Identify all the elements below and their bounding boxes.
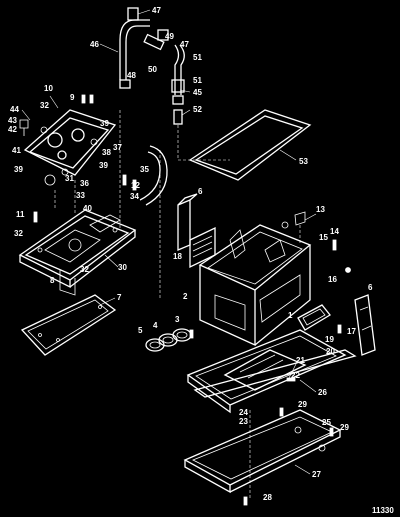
callout-38: 38 [102,148,111,157]
callout-44: 44 [10,105,19,114]
callout-33: 33 [76,191,85,200]
callout-32c: 32 [80,265,89,274]
callout-11: 11 [16,210,25,219]
side-plates [177,193,376,356]
callout-51: 51 [193,53,202,62]
hose-assembly [119,7,230,161]
curved-hose [139,145,168,206]
callout-27: 27 [312,470,321,479]
callout-40: 40 [83,204,92,213]
callout-6b: 6 [368,283,373,292]
upper-plate-assembly [19,109,117,186]
callout-14: 14 [330,227,339,236]
callout-20: 20 [326,347,335,356]
callout-28: 28 [263,493,272,502]
callout-31: 31 [65,174,74,183]
callout-34: 34 [130,192,139,201]
gasket-frame [188,109,312,181]
callout-25: 25 [322,418,331,427]
callout-19: 19 [325,335,334,344]
callout-16: 16 [328,275,337,284]
callout-50: 50 [148,65,157,74]
callout-45: 45 [193,88,202,97]
main-housing [198,211,312,347]
callout-8: 8 [50,276,55,285]
callout-35: 35 [140,165,149,174]
callout-23: 23 [239,417,248,426]
callout-52: 52 [193,105,202,114]
flat-gasket [20,294,117,356]
callout-29: 29 [298,400,307,409]
callout-7: 7 [117,293,122,302]
callout-39b: 39 [99,161,108,170]
callout-47b: 47 [180,40,189,49]
leader-lines [21,9,317,475]
callout-30: 30 [118,263,127,272]
callout-39c: 39 [14,165,23,174]
callout-21: 21 [296,356,305,365]
alignment-lines [54,110,301,500]
callout-37: 37 [113,143,122,152]
long-gasket [193,349,357,398]
callout-47: 47 [152,6,161,15]
callout-39: 39 [100,119,109,128]
callout-4: 4 [153,321,158,330]
callout-32: 32 [40,101,49,110]
callout-6: 6 [198,187,203,196]
callout-12: 12 [131,181,140,190]
callout-2: 2 [183,292,188,301]
callout-46: 46 [90,40,99,49]
callout-42: 42 [8,125,17,134]
callout-9: 9 [70,93,75,102]
callout-36: 36 [80,179,89,188]
callout-53: 53 [299,157,308,166]
mounting-base-plate [18,209,137,296]
callout-1: 1 [288,311,293,320]
callout-18: 18 [173,252,182,261]
callout-15: 15 [319,233,328,242]
figure-reference-number: 11330 [372,506,394,515]
callout-51b: 51 [193,76,202,85]
hardware-fasteners [33,94,351,506]
callout-5: 5 [138,326,143,335]
screen-parts [189,226,331,331]
callout-48: 48 [127,71,136,80]
callout-43: 43 [8,116,17,125]
callout-17: 17 [347,327,356,336]
callout-32b: 32 [14,229,23,238]
callout-24: 24 [239,408,248,417]
cover-plate [186,329,347,414]
callout-3: 3 [175,315,180,324]
callout-10: 10 [44,84,53,93]
callout-26: 26 [318,388,327,397]
callout-49: 49 [165,32,174,41]
callout-29b: 29 [340,423,349,432]
callout-41: 41 [12,146,21,155]
bottom-plate [183,409,342,494]
callout-22: 22 [291,371,300,380]
callout-labels: 1 2 3 4 5 6 6 7 8 9 10 11 12 13 14 15 16… [8,6,394,515]
callout-13: 13 [316,205,325,214]
seal-rings [145,328,192,352]
